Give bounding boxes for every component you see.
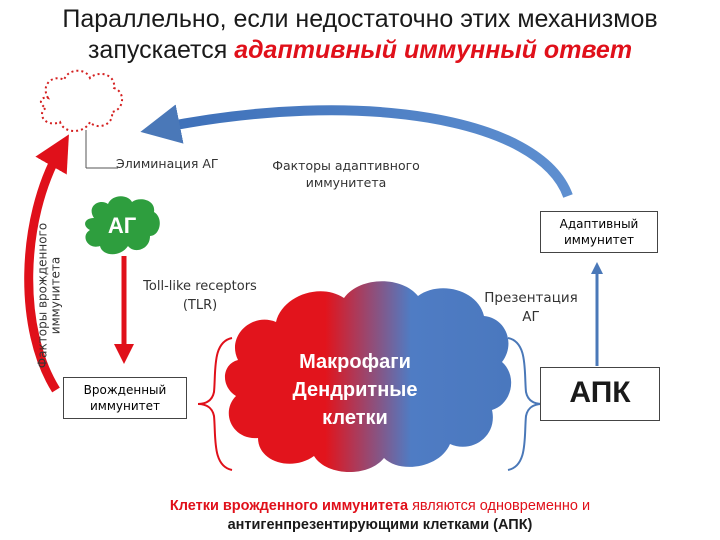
slide-title: Параллельно, если недостаточно этих меха…: [0, 4, 720, 66]
cloud-text: Макрофаги Дендритные клетки: [258, 348, 452, 432]
footer-part-3: антигенпрезентирующими клетками (АПК): [227, 517, 533, 533]
title-line-2: запускается адаптивный иммунный ответ: [0, 35, 720, 66]
presentation-label: Презентация АГ: [484, 290, 578, 325]
footer-note: Клетки врожденного иммунитета являются о…: [80, 497, 680, 535]
title-line-2-prefix: запускается: [87, 36, 235, 64]
adaptive-immunity-box: Адаптивный иммунитет: [540, 211, 658, 253]
title-line-1: Параллельно, если недостаточно этих меха…: [62, 5, 658, 33]
footer-part-1: Клетки врожденного иммунитета: [169, 498, 409, 514]
cloud-text-line-1: Макрофаги: [299, 351, 411, 373]
left-brace: [197, 337, 233, 471]
title-emphasis: адаптивный иммунный ответ: [234, 36, 633, 64]
tlr-label: Toll-like receptors (TLR): [143, 279, 257, 313]
elimination-label: Элиминация АГ: [116, 156, 219, 171]
cloud-text-line-2: Дендритные: [292, 379, 418, 401]
cells-cloud: [224, 281, 512, 473]
antigen-cloud-top: [40, 69, 123, 132]
innate-feedback-arrow: [24, 134, 69, 393]
footer-line-1: Клетки врожденного иммунитета являются о…: [80, 497, 680, 516]
right-brace: [507, 337, 543, 471]
antigen-cloud-green: [85, 196, 160, 255]
adaptive-factors-label: Факторы адаптивного иммунитета: [272, 158, 420, 190]
antigen-mid-label: АГ: [107, 213, 137, 238]
footer-line-2: антигенпрезентирующими клетками (АПК): [80, 516, 680, 535]
innate-factors-label: Факторы врожденного иммунитета: [35, 222, 63, 369]
innate-immunity-box: Врожденный иммунитет: [63, 377, 187, 419]
antigen-top-label: АГ: [67, 88, 97, 113]
cloud-text-line-3: клетки: [322, 407, 388, 429]
footer-part-2: являются одновременно и: [408, 498, 591, 514]
apk-box: АПК: [540, 367, 660, 421]
adaptive-feedback-arrow: [140, 104, 573, 198]
